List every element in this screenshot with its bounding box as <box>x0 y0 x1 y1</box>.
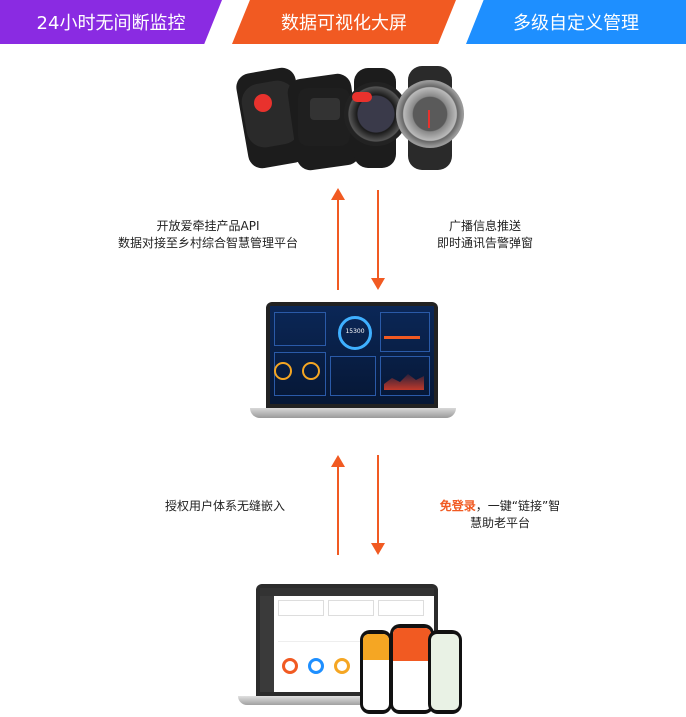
arrow-up-icon <box>331 455 345 555</box>
laptop-dashboard-image: 15300 <box>266 302 438 408</box>
smartwatches-image <box>234 62 476 174</box>
arrow-down-icon <box>371 455 385 555</box>
phone-image <box>428 630 462 714</box>
arrow-up-icon <box>331 188 345 290</box>
tab-multilevel-management[interactable]: 多级自定义管理 <box>466 0 686 44</box>
tab-label: 数据可视化大屏 <box>281 13 407 34</box>
broadcast-label: 广播信息推送 即时通讯告警弹窗 <box>436 219 533 250</box>
pc-base <box>238 696 460 705</box>
tab-24h-monitoring[interactable]: 24小时无间断监控 <box>0 0 222 44</box>
tab-label: 多级自定义管理 <box>513 13 639 34</box>
api-open-label: 开放爱牵挂产品API 数据对接至乡村综合智慧管理平台 <box>118 219 299 250</box>
dashboard-gauge-value: 15300 <box>345 328 365 335</box>
arrow-down-icon <box>371 190 385 290</box>
tab-label: 24小时无间断监控 <box>36 13 186 34</box>
tab-data-visualization[interactable]: 数据可视化大屏 <box>232 0 456 44</box>
phone-image <box>390 624 434 714</box>
laptop-base <box>250 408 456 418</box>
authorization-label: 授权用户体系无缝嵌入 <box>164 499 285 513</box>
no-login-label: 免登录，一键“链接”智 慧助老平台 <box>439 499 561 530</box>
phone-image <box>360 630 392 714</box>
